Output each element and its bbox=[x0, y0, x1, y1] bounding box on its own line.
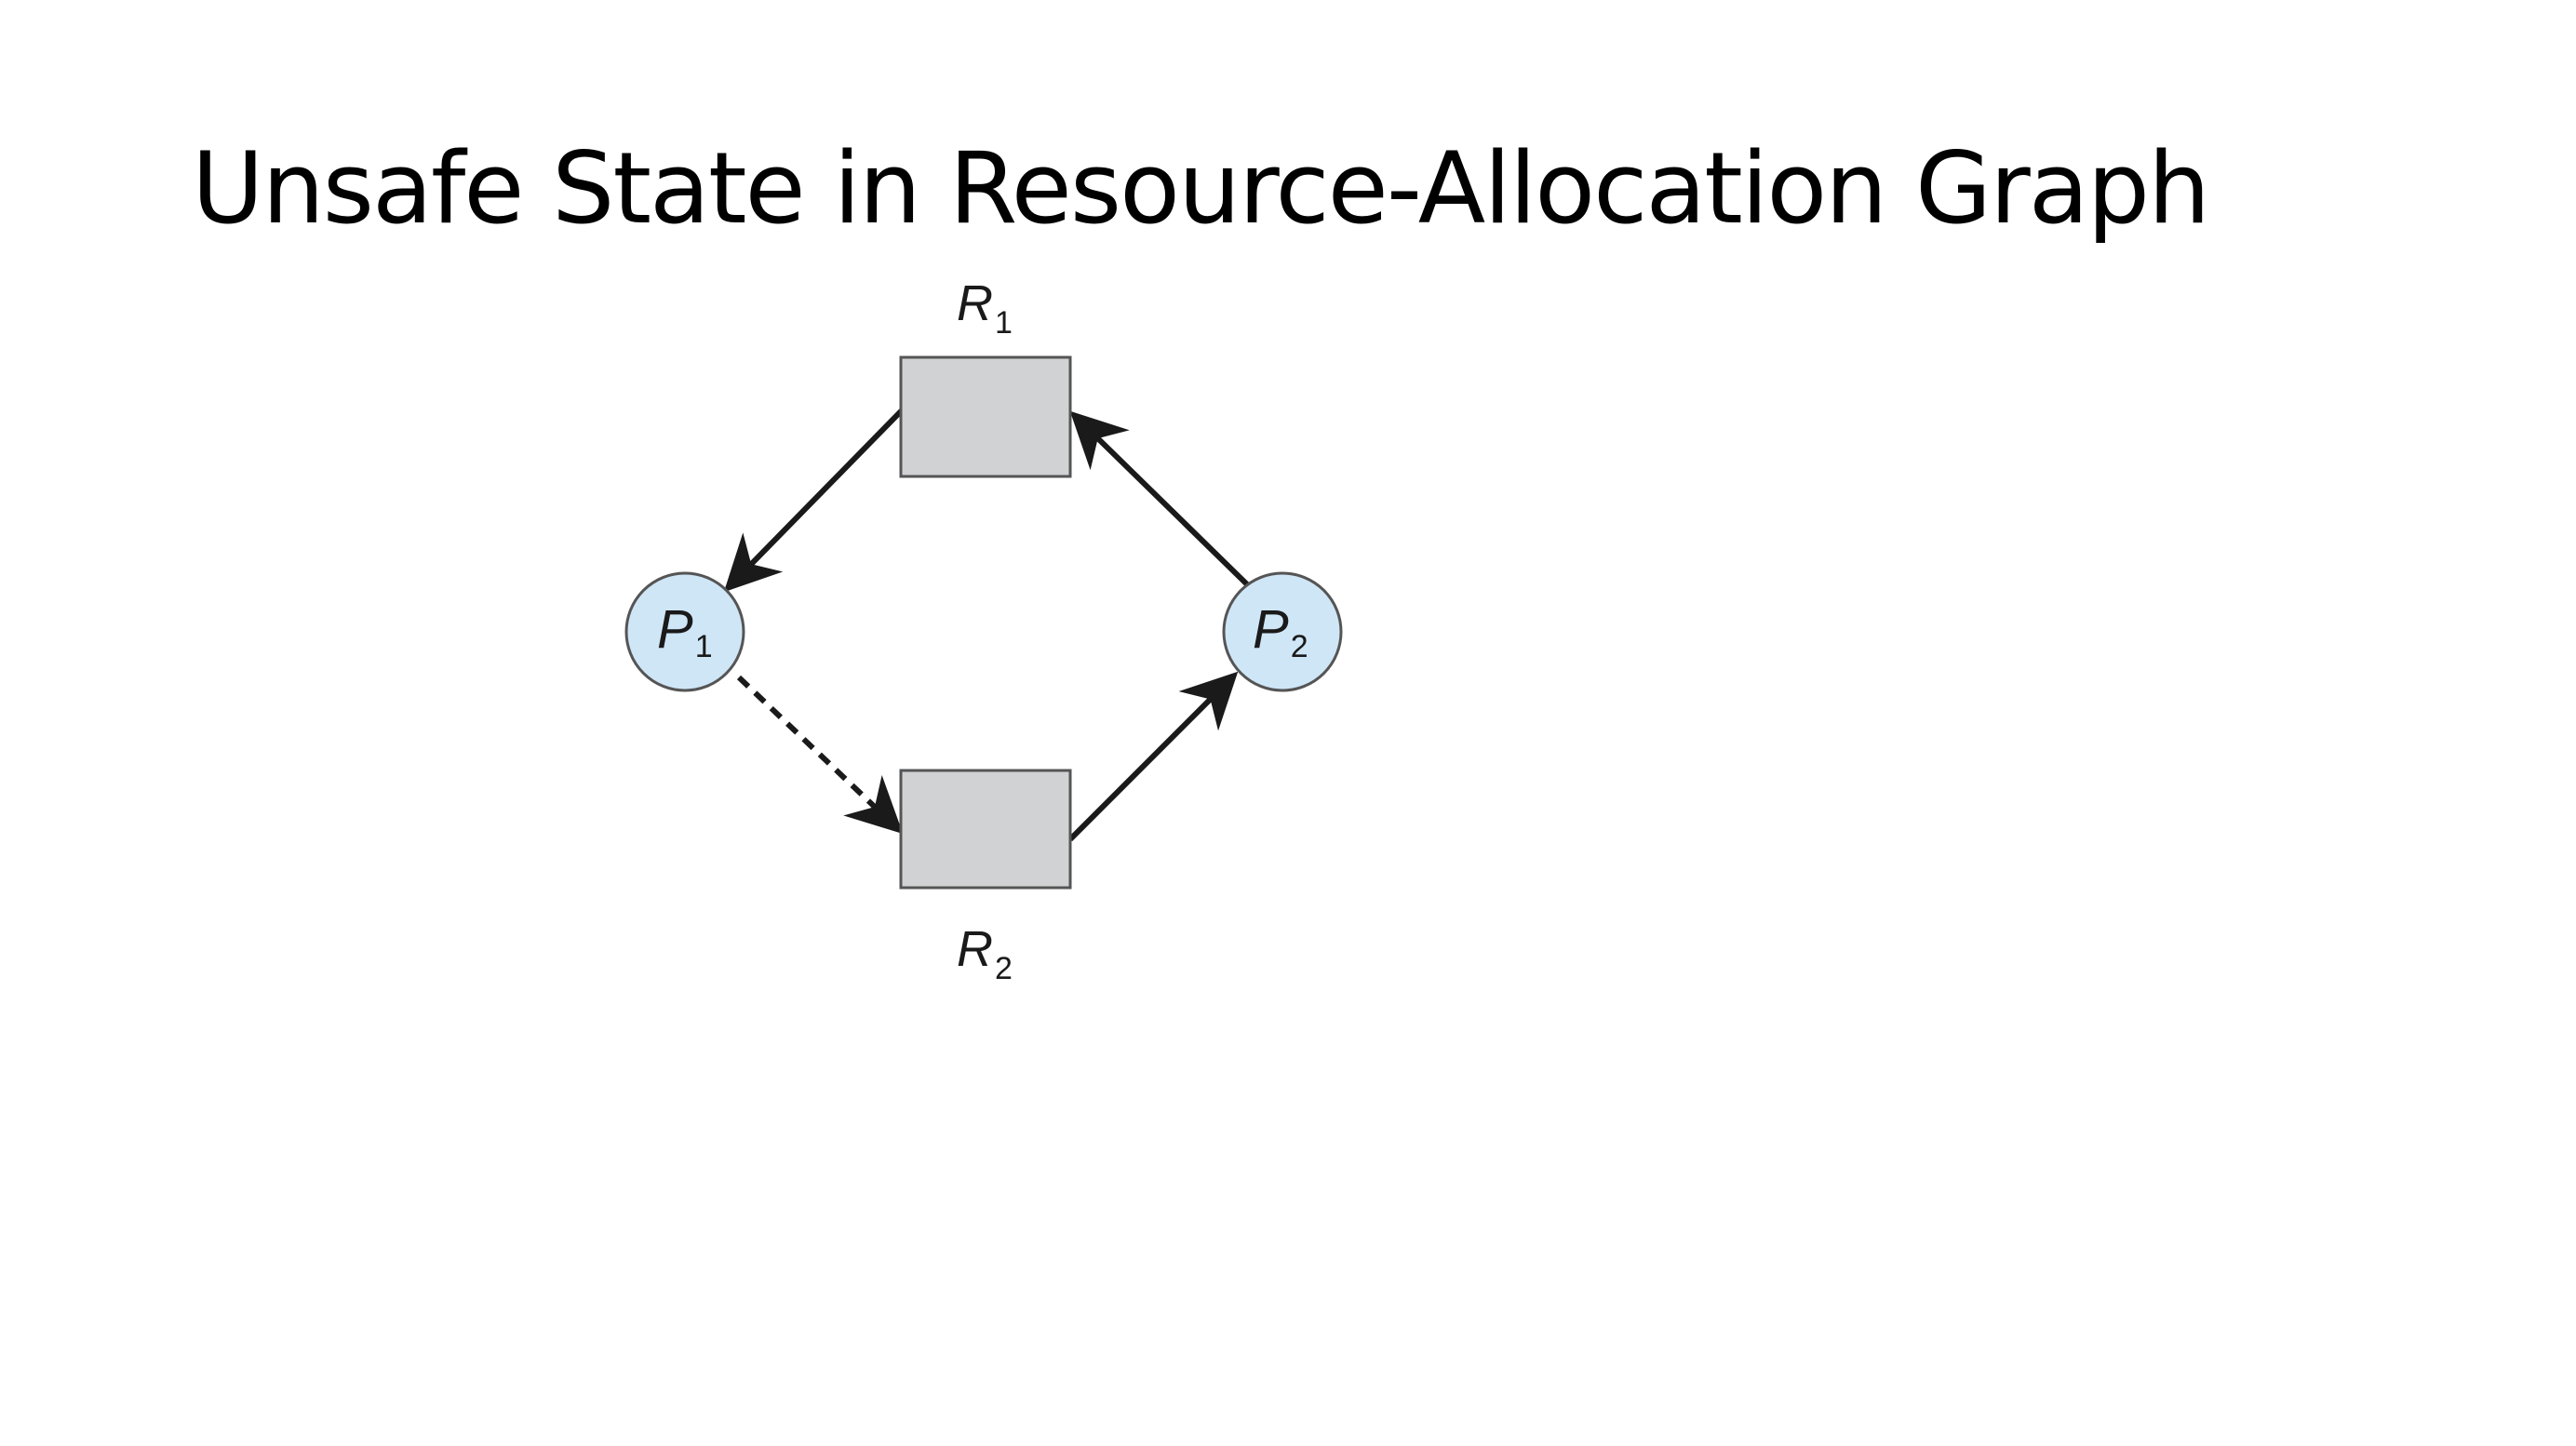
svg-text:R2: R2 bbox=[957, 921, 1013, 986]
process-p2-subscript: 2 bbox=[1291, 629, 1308, 664]
svg-text:P2: P2 bbox=[1253, 599, 1308, 664]
process-p1: P1 bbox=[624, 571, 745, 692]
resource-r2: R2 bbox=[899, 769, 1072, 986]
resource-r1-letter: R bbox=[957, 275, 993, 331]
process-p2: P2 bbox=[1222, 571, 1343, 692]
process-p1-letter: P bbox=[657, 599, 693, 660]
process-p1-circle bbox=[624, 571, 745, 692]
svg-text:P1: P1 bbox=[657, 599, 713, 664]
slide-title: Unsafe State in Resource-Allocation Grap… bbox=[192, 131, 2210, 246]
resource-r1: R1 bbox=[899, 275, 1072, 478]
resource-r2-letter: R bbox=[957, 921, 993, 977]
resource-r1-subscript: 1 bbox=[995, 305, 1013, 341]
edge-p1-to-r2-claim bbox=[736, 675, 904, 835]
edge-r1-to-p1 bbox=[723, 407, 906, 593]
resource-r1-box bbox=[899, 355, 1072, 478]
process-p1-subscript: 1 bbox=[695, 629, 713, 664]
edge-r2-to-p2 bbox=[1067, 671, 1239, 842]
svg-text:R1: R1 bbox=[957, 275, 1013, 341]
resource-r2-subscript: 2 bbox=[995, 951, 1013, 986]
process-p2-letter: P bbox=[1253, 599, 1289, 660]
edge-p2-to-r1 bbox=[1069, 410, 1250, 587]
resource-r2-box bbox=[899, 769, 1072, 890]
process-p2-circle bbox=[1222, 571, 1343, 692]
